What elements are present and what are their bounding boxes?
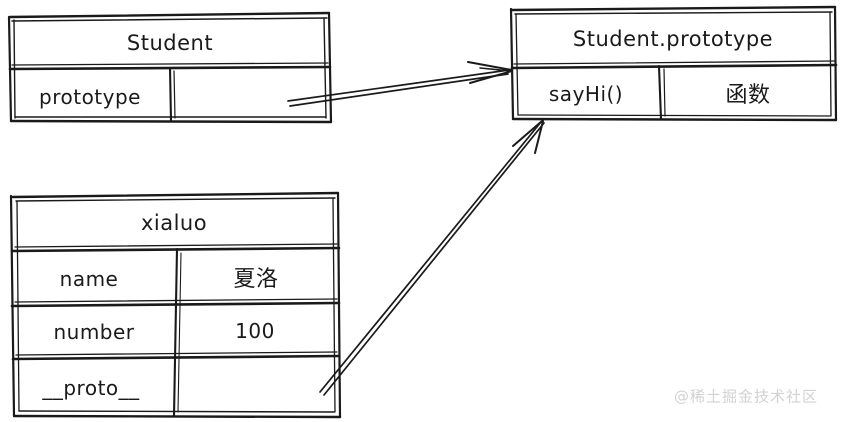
prototype-box-outline xyxy=(509,5,838,122)
instance-box-outline xyxy=(9,191,342,419)
instance-row-0-key: name xyxy=(59,267,119,291)
prototype-row-0-value: 函数 xyxy=(725,83,771,108)
prototype-row-0-key: sayHi() xyxy=(548,82,624,106)
constructor-box-outline xyxy=(7,11,333,124)
arrow-prototype-link xyxy=(287,61,513,107)
constructor-row-0-key: prototype xyxy=(39,85,141,109)
watermark: @稀土掘金技术社区 xyxy=(673,387,819,406)
prototype-box-header: Student.prototype xyxy=(572,27,774,51)
instance-box-header: xialuo xyxy=(140,211,208,235)
instance-row-1-key: number xyxy=(53,320,135,344)
instance-row-0-value: 夏洛 xyxy=(233,267,279,292)
arrow-proto-link xyxy=(319,120,545,396)
instance-row-1-value: 100 xyxy=(235,319,275,343)
instance-row-2-key: __proto__ xyxy=(42,376,140,400)
constructor-box-header: Student xyxy=(126,31,214,55)
